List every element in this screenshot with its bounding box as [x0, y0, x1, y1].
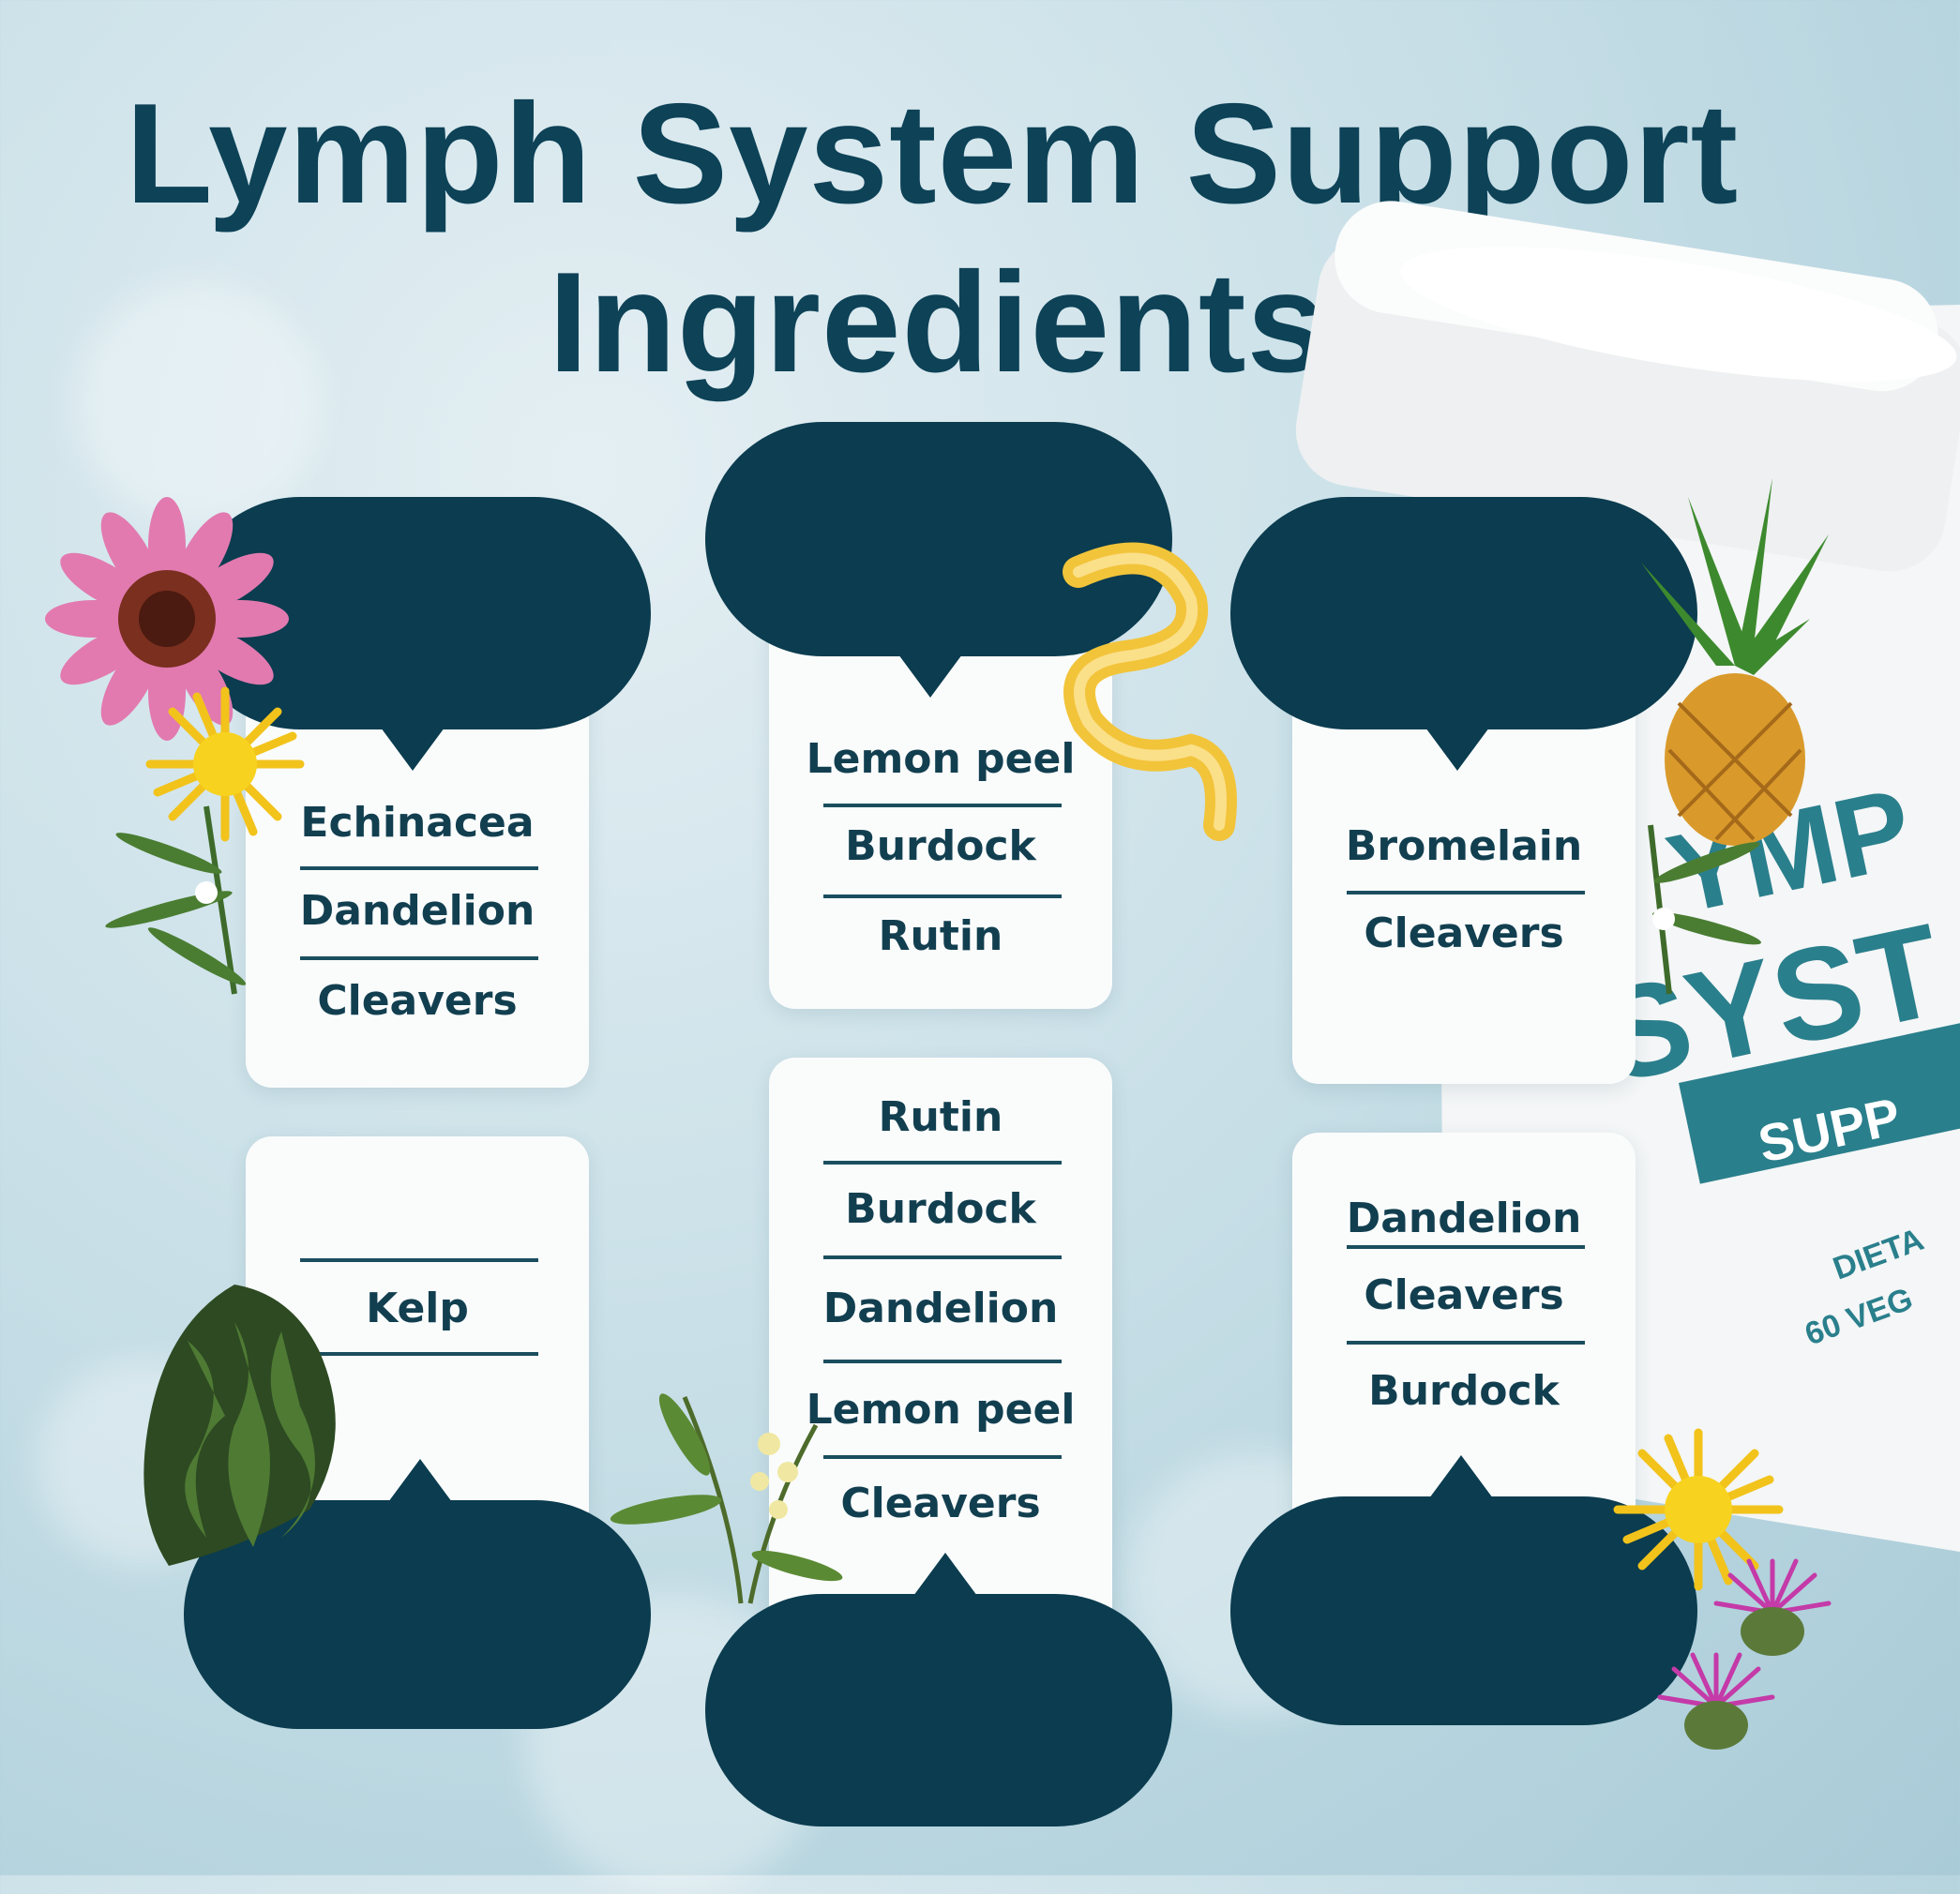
divider [823, 1161, 1062, 1165]
kelp-icon [143, 1285, 336, 1566]
ingredient-label: Burdock [845, 1185, 1036, 1233]
speech-bubble-bottom-middle [705, 1594, 1172, 1826]
divider [1347, 1341, 1585, 1345]
divider [300, 1258, 538, 1262]
dandelion-flower-icon [1613, 1428, 1784, 1591]
speech-bubble-pointer [1429, 1455, 1493, 1498]
divider [300, 866, 538, 870]
cleavers-herb-icon [1648, 824, 1761, 995]
thistle-flower-icon [1657, 1558, 1832, 1750]
speech-bubble-pointer [898, 654, 962, 698]
ingredient-label: Burdock [1368, 1367, 1560, 1415]
divider [823, 1255, 1062, 1259]
divider [823, 894, 1062, 898]
page-title-line-2: Ingredients [548, 243, 1328, 402]
divider [823, 804, 1062, 807]
divider [300, 956, 538, 960]
ingredient-label: Rutin [878, 912, 1003, 960]
dandelion-flower-icon [145, 686, 305, 842]
cleavers-herb-icon [105, 805, 247, 995]
ingredient-label: Rutin [878, 1093, 1003, 1141]
speech-bubble-pointer [1425, 728, 1489, 771]
ingredient-label: Cleavers [1364, 909, 1564, 957]
ingredient-label: Lemon peel [806, 735, 1076, 783]
lemon-peel-icon [1063, 542, 1237, 841]
cleavers-herb-icon [610, 1393, 843, 1604]
ingredient-label: Dandelion [822, 1285, 1059, 1332]
echinacea-flower-icon [45, 497, 289, 741]
speech-bubble-top-middle [705, 422, 1172, 656]
ingredient-label: Dandelion [1346, 1195, 1582, 1242]
ingredient-label: Cleavers [1364, 1271, 1564, 1319]
divider [1347, 1245, 1585, 1249]
page-title-line-1: Lymph System Support [125, 74, 1740, 233]
speech-bubble-pointer [913, 1553, 977, 1596]
ingredient-label: Bromelain [1345, 822, 1583, 870]
ingredient-label: Echinacea [300, 799, 535, 847]
speech-bubble-pointer [388, 1459, 452, 1502]
speech-bubble-top-right [1230, 497, 1697, 729]
speech-bubble-bottom-right [1230, 1496, 1697, 1725]
speech-bubble-pointer [381, 728, 445, 771]
ingredient-label: Burdock [845, 822, 1036, 870]
speech-bubble-bottom-left [184, 1500, 651, 1729]
divider [300, 1352, 538, 1356]
background-bokeh [75, 281, 319, 525]
divider [823, 1360, 1062, 1363]
divider [823, 1455, 1062, 1459]
ingredient-label: Cleavers [317, 977, 518, 1025]
ingredient-label: Kelp [366, 1285, 469, 1332]
pineapple-icon [1641, 478, 1829, 846]
ingredient-label: Lemon peel [806, 1386, 1076, 1434]
ingredient-label: Cleavers [840, 1480, 1041, 1527]
ingredient-label: Dandelion [299, 887, 535, 935]
divider [1347, 891, 1585, 894]
